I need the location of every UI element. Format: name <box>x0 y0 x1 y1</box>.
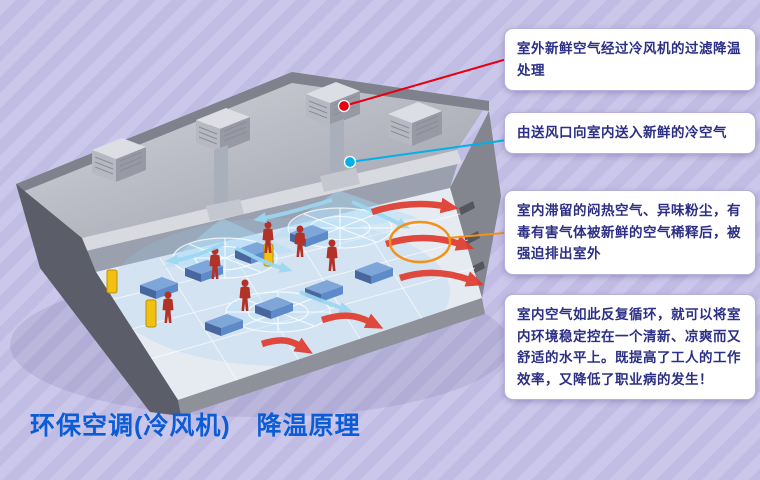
worker-figure <box>326 239 338 271</box>
callout-box-3: 室内滞留的闷热空气、异味粉尘，有毒有害气体被新鲜的空气稀释后，被强迫排出室外 <box>504 190 756 275</box>
fresh-air-arrows <box>165 198 411 313</box>
callout-line-3 <box>447 231 515 239</box>
callout-text-3: 室内滞留的闷热空气、异味粉尘，有毒有害气体被新鲜的空气稀释后，被强迫排出室外 <box>517 203 741 262</box>
worker-figure <box>239 279 251 311</box>
roof-cutaway-edge <box>82 150 462 251</box>
callout-dot-cyan <box>343 155 357 169</box>
exhaust-highlight-circle <box>388 220 452 264</box>
factory-building <box>16 72 501 416</box>
air-diffuser-2 <box>206 199 244 221</box>
cooling-unit-1 <box>92 138 146 182</box>
callout-dot-red <box>337 99 351 113</box>
yellow-machine <box>106 269 118 294</box>
cooling-unit-4 <box>388 102 442 146</box>
supply-duct-2 <box>214 145 228 211</box>
wall-vent <box>459 201 475 215</box>
floor-front-edge <box>178 298 485 416</box>
cooling-unit-2 <box>196 108 250 152</box>
right-wall <box>450 111 501 298</box>
roof-parapet-edge <box>16 72 489 192</box>
callout-text-4: 室内空气如此反复循环，就可以将室内环境稳定控在一个清新、凉爽而又舒适的水平上。既… <box>517 307 741 387</box>
roof <box>16 72 489 238</box>
callout-line-1 <box>343 56 515 107</box>
callout-text-2: 由送风口向室内送入新鲜的冷空气 <box>517 125 727 140</box>
callout-box-1: 室外新鲜空气经过冷风机的过滤降温处理 <box>504 28 756 92</box>
callout-connectors <box>337 56 515 239</box>
worker-figure <box>262 221 274 253</box>
exhaust-air-arrows <box>260 197 485 354</box>
callout-text-1: 室外新鲜空气经过冷风机的过滤降温处理 <box>517 41 741 78</box>
callout-box-4: 室内空气如此反复循环，就可以将室内环境稳定控在一个清新、凉爽而又舒适的水平上。既… <box>504 294 756 401</box>
left-wall <box>16 184 181 416</box>
work-table <box>355 262 393 284</box>
supply-duct-1 <box>330 119 344 181</box>
work-table <box>140 277 178 299</box>
worker-figure <box>162 291 174 323</box>
callout-line-2 <box>349 138 515 163</box>
page-title: 环保空调(冷风机) 降温原理 <box>30 412 361 440</box>
callout-box-2: 由送风口向室内送入新鲜的冷空气 <box>504 112 756 154</box>
work-table <box>205 314 243 336</box>
work-table <box>255 297 293 319</box>
worker-figure <box>294 225 306 257</box>
air-diffuser-1 <box>320 168 360 192</box>
yellow-machine <box>145 299 157 328</box>
